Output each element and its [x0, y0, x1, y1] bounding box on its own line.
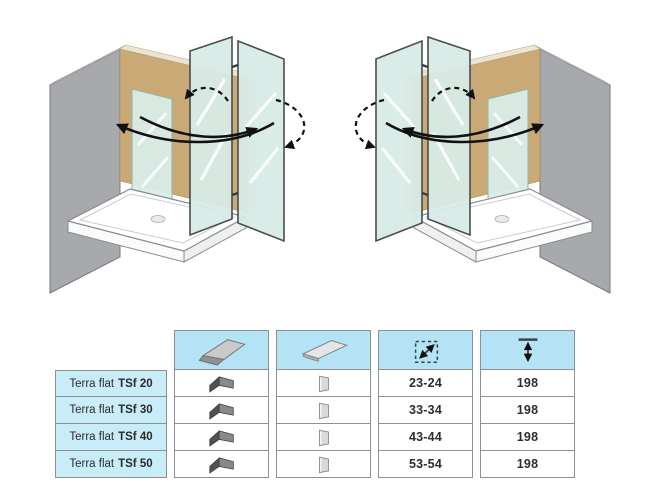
bifold-door-icon: [208, 402, 234, 420]
single-panel-icon: [318, 456, 329, 473]
product-name: Terra flat: [69, 458, 115, 470]
flat-panel-cell: [276, 370, 371, 397]
column-width-range: 23-24 33-34 43-44 53-54: [378, 330, 473, 478]
product-model: TSf 20: [118, 377, 153, 390]
product-cell: Terra flat TSf 50: [55, 451, 167, 478]
folding-panel-cell: [174, 370, 269, 397]
height-cell: 198: [480, 424, 575, 451]
width-cell: 53-54: [378, 451, 473, 478]
folding-panel-cell: [174, 451, 269, 478]
width-cell: 33-34: [378, 397, 473, 424]
header-flat-panel: [276, 330, 371, 370]
column-flat-panel: [276, 330, 371, 478]
height-cell: 198: [480, 397, 575, 424]
shower-diagram-right: [340, 5, 640, 315]
column-height: 198 198 198 198: [480, 330, 575, 478]
column-product: Terra flat TSf 20 Terra flat TSf 30 Terr…: [55, 330, 167, 478]
product-name: Terra flat: [69, 431, 115, 443]
bifold-door-icon: [208, 429, 234, 447]
product-cell: Terra flat TSf 30: [55, 397, 167, 424]
height-dimension-icon: [518, 338, 537, 363]
product-name: Terra flat: [69, 404, 115, 416]
product-name: Terra flat: [69, 377, 115, 390]
column-folding-panel: [174, 330, 269, 478]
single-panel-icon: [318, 402, 329, 419]
folding-panel-cell: [174, 424, 269, 451]
folding-panel-cell: [174, 397, 269, 424]
header-height: [480, 330, 575, 370]
folded-glass-panel-icon: [198, 339, 246, 366]
product-model: TSf 40: [118, 431, 153, 443]
height-cell: 198: [480, 370, 575, 397]
corner-shower-illustration-mirrored: [340, 5, 640, 315]
height-cell: 198: [480, 451, 575, 478]
flat-panel-cell: [276, 451, 371, 478]
width-cell: 43-44: [378, 424, 473, 451]
spec-table: Terra flat TSf 20 Terra flat TSf 30 Terr…: [55, 330, 575, 478]
width-cell: 23-24: [378, 370, 473, 397]
product-cell: Terra flat TSf 20: [55, 370, 167, 397]
single-panel-icon: [318, 429, 329, 446]
flat-glass-panel-icon: [301, 340, 348, 362]
header-folding-panel: [174, 330, 269, 370]
header-width-range: [378, 330, 473, 370]
bifold-door-icon: [208, 456, 234, 474]
product-model: TSf 50: [118, 458, 153, 470]
corner-shower-illustration: [20, 5, 320, 315]
bifold-door-icon: [208, 375, 234, 393]
product-model: TSf 30: [118, 404, 153, 416]
header-empty-corner: [55, 330, 167, 370]
flat-panel-cell: [276, 424, 371, 451]
flat-panel-cell: [276, 397, 371, 424]
shower-diagram-left: [20, 5, 320, 315]
product-cell: Terra flat TSf 40: [55, 424, 167, 451]
width-adjustment-range-icon: [414, 340, 438, 364]
single-panel-icon: [318, 375, 329, 392]
